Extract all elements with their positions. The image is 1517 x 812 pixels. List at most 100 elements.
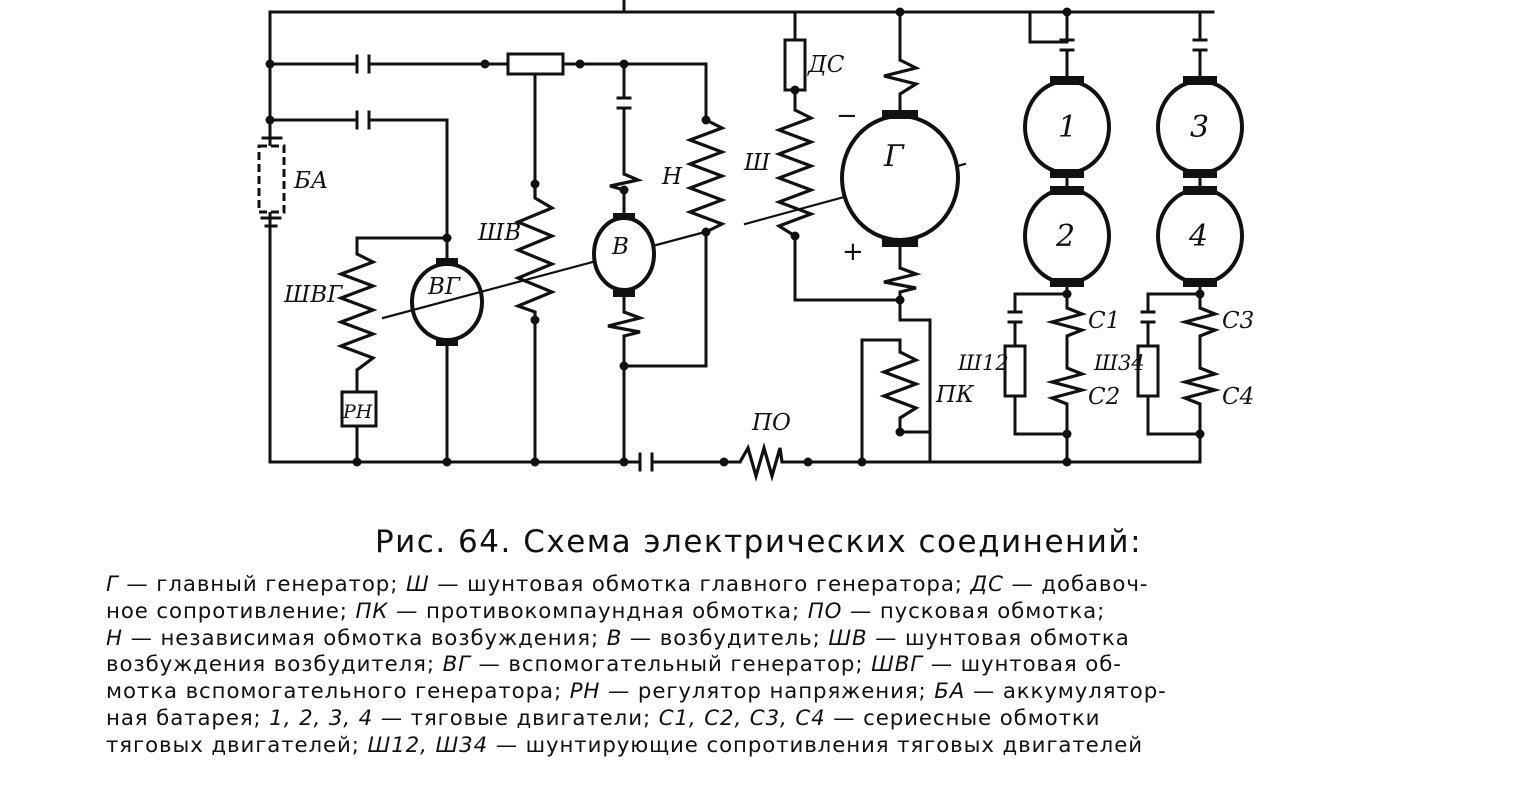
legend-text: — аккумулятор- <box>965 679 1167 705</box>
figure-legend: Г — главный генератор; Ш — шунтовая обмо… <box>106 572 1426 760</box>
figure-caption-title: Рис. 64. Схема электрических соединений: <box>374 524 1143 560</box>
legend-term: ПО <box>807 598 843 624</box>
legend-term: Ш12, Ш34 <box>367 732 489 758</box>
label-motor-3: 3 <box>1190 110 1209 145</box>
junction-dot <box>701 115 711 125</box>
label-vg: ВГ <box>427 274 461 300</box>
junction-dot <box>895 427 905 437</box>
motors-34-wiring <box>1146 10 1208 464</box>
m3-brush-bottom <box>1183 169 1217 178</box>
legend-line: тяговых двигателей; Ш12, Ш34 — шунтирующ… <box>106 733 1426 760</box>
junction-dot <box>719 457 729 467</box>
junction-dot <box>857 457 867 467</box>
legend-text: мотка вспомогательного генератора; <box>106 679 570 705</box>
legend-text: — тяговые двигатели; <box>373 705 659 731</box>
junction-dot <box>803 457 813 467</box>
junction-dot <box>1062 289 1072 299</box>
m4-brush-top <box>1183 186 1217 195</box>
label-sh34: Ш34 <box>1093 351 1145 375</box>
shvg-wiring <box>355 236 449 464</box>
label-g: Г <box>883 139 905 174</box>
legend-text: тяговых двигателей; <box>106 732 368 758</box>
legend-text: — противокомпаундная обмотка; <box>388 598 808 624</box>
c1-coil <box>1045 306 1088 338</box>
junction-dots <box>265 7 1205 467</box>
label-c3: С3 <box>1222 308 1254 334</box>
v-brush-bottom <box>613 290 635 297</box>
junction-dot <box>619 457 629 467</box>
vg-brush-bottom <box>436 339 458 346</box>
label-c1: С1 <box>1088 308 1120 334</box>
junction-dot <box>530 457 540 467</box>
legend-line: Г — главный генератор; Ш — шунтовая обмо… <box>106 572 1426 599</box>
junction-dot <box>480 59 490 69</box>
label-pk: ПК <box>935 382 975 408</box>
m4-brush-bottom <box>1183 278 1217 287</box>
label-n: Н <box>661 164 683 190</box>
junction-dot <box>701 227 711 237</box>
legend-text: — пусковая обмотка; <box>842 598 1106 624</box>
legend-text: — шунтовая обмотка <box>867 625 1130 651</box>
sh-coil <box>774 108 816 238</box>
legend-text: — главный генератор; <box>118 572 406 597</box>
exciter-series-coil <box>609 172 644 192</box>
main-generator-g <box>840 114 960 242</box>
vg-brush-top <box>436 258 458 265</box>
label-ds: ДС <box>807 52 845 78</box>
junction-dot <box>265 59 275 69</box>
label-motor-1: 1 <box>1058 110 1077 145</box>
exciter-wiring <box>616 62 708 464</box>
junction-dot <box>530 179 540 189</box>
legend-text: — вспомогательный генератор; <box>470 652 872 678</box>
label-motor-4: 4 <box>1188 219 1208 254</box>
regulator-rn <box>340 390 378 428</box>
label-motor-2: 2 <box>1055 219 1075 254</box>
legend-line: возбуждения возбудителя; ВГ — вспомогате… <box>106 652 1426 679</box>
shv-coil <box>513 184 557 320</box>
legend-term: 1, 2, 3, 4 <box>269 705 374 731</box>
m2-brush-bottom <box>1050 278 1084 287</box>
legend-text: — независимая обмотка возбуждения; <box>122 625 607 651</box>
legend-term: ДС <box>970 572 1004 597</box>
legend-term: Ш <box>405 572 430 597</box>
label-c4: С4 <box>1222 384 1254 410</box>
label-plus: + <box>842 237 864 267</box>
bottom-bus <box>268 452 1202 472</box>
legend-text: — регулятор напряжения; <box>600 679 935 705</box>
legend-term: ШВ <box>828 625 868 651</box>
generator-lower-coil <box>883 266 922 294</box>
c2-coil <box>1045 366 1089 406</box>
motors-12-wiring <box>1013 10 1075 464</box>
legend-text: — добавоч- <box>1003 572 1149 597</box>
legend-text: — возбудитель; <box>622 625 829 651</box>
legend-text: — шунтовая об- <box>923 652 1122 678</box>
junction-dot <box>619 59 629 69</box>
generator-upper-coil <box>883 58 921 96</box>
pk-coil <box>879 350 921 420</box>
junction-dot <box>575 59 585 69</box>
po-coil <box>738 442 784 482</box>
legend-term: РН <box>569 679 601 705</box>
battery-leads <box>260 136 283 228</box>
m3-brush-top <box>1183 76 1217 85</box>
electrical-schematic: БА ШВГ РН ВГ ШВ В Н ДС Ш Г − + ПК ПО <box>257 0 1254 482</box>
shvg-coil <box>336 252 378 372</box>
label-minus: − <box>836 101 858 131</box>
label-po: ПО <box>751 410 791 436</box>
junction-dot <box>895 7 905 17</box>
m1-brush-bottom <box>1050 169 1084 178</box>
legend-term: Н <box>106 625 123 651</box>
legend-term: В <box>606 625 623 651</box>
junction-dot <box>619 185 629 195</box>
resistor-sh12 <box>1003 344 1027 398</box>
legend-term: ШВГ <box>871 652 924 678</box>
label-sh12: Ш12 <box>957 351 1009 375</box>
legend-line: ная батарея; 1, 2, 3, 4 — тяговые двигат… <box>106 706 1426 733</box>
label-ba: БА <box>293 168 328 194</box>
legend-term: Г <box>106 572 119 597</box>
legend-term: ПК <box>355 598 389 624</box>
junction-dot <box>1195 289 1205 299</box>
junction-dot <box>1062 457 1072 467</box>
battery-ba <box>257 144 286 214</box>
legend-text: — шунтовая обмотка главного генератора; <box>429 572 971 597</box>
